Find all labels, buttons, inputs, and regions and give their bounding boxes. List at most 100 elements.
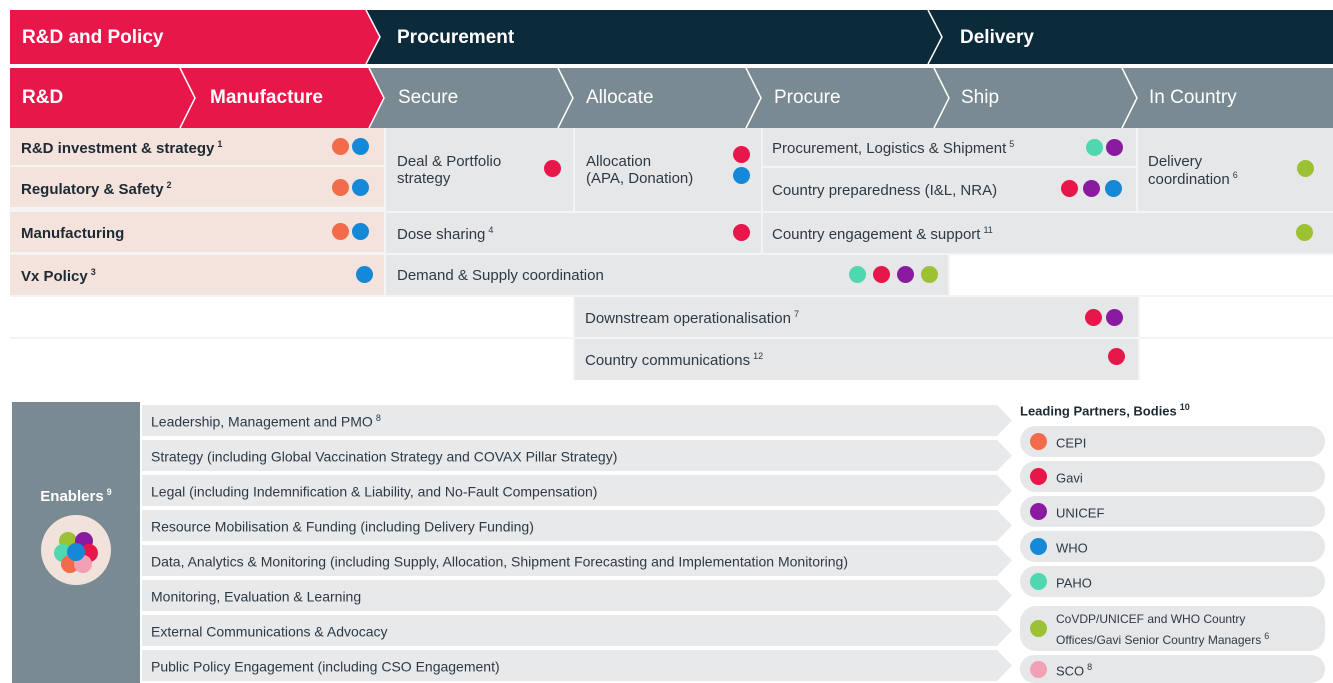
rd-investment-dots [332,138,372,155]
legend-item-cepi: CEPI [1020,426,1325,457]
gavi-dot [733,146,750,163]
stage-procurement-label: Procurement [397,27,515,48]
legend-item-gavi: Gavi [1020,461,1325,492]
stage-delivery-banner [928,10,1333,64]
enabler-item: Monitoring, Evaluation & Learning [142,580,1012,611]
legend-label: Gavi [1056,470,1083,486]
unicef-dot [1030,503,1047,520]
enabler-label: Public Policy Engagement (including CSO … [151,658,500,675]
legend-label: CEPI [1056,435,1087,451]
enabler-label: External Communications & Advocacy [151,623,388,640]
paho-dot [1030,573,1047,590]
enabler-label: Legal (including Indemnification & Liabi… [151,483,598,500]
step-ship-label: Ship [961,87,1000,108]
regulatory-dots [332,179,372,196]
manufacturing-label: Manufacturing [21,225,125,242]
vx-policy-dots [356,266,376,283]
step-procure-chevron [746,68,949,128]
who-dot [352,138,369,155]
step-manufacture-label: Manufacture [210,87,323,108]
sco-dot [1030,660,1047,678]
unicef-dot [1106,309,1123,326]
legend-label: PAHO [1056,575,1092,591]
country-dot [1030,620,1047,637]
paho-dot [849,266,866,283]
partners-cluster-icon [41,515,111,585]
stage-procurement-banner [366,10,942,64]
gavi-dot [1030,468,1047,485]
gavi-dot [873,266,890,283]
gavi-dot [1108,348,1125,365]
value-chain-header [10,9,1333,129]
who-dot [1030,538,1047,555]
stage-rd-policy-label: R&D and Policy [22,27,164,48]
gavi-dot [1085,309,1102,326]
manufacturing-dots [332,223,372,240]
legend-label: WHO [1056,540,1088,556]
gavi-dot [544,160,561,177]
who-dot [1105,180,1122,197]
cell-demand-supply: Demand & Supply coordination [386,255,948,295]
allocation-line2: (APA, Donation) [586,170,694,187]
country-office-dot [921,266,938,283]
deal-portfolio-line1: Deal & Portfolio [397,153,502,170]
step-secure-chevron [369,68,573,128]
unicef-dot [897,266,914,283]
country-preparedness-label: Country preparedness (I&L, NRA) [772,182,998,199]
country-office-dot [1297,160,1314,177]
legend-item-unicef: UNICEF [1020,496,1325,527]
stage-delivery-label: Delivery [960,27,1034,48]
unicef-dot [1106,139,1123,156]
legend-label: UNICEF [1056,505,1105,521]
delivery-coordination-line1: Delivery [1148,153,1203,170]
cepi-dot [332,138,349,155]
step-in-country-chevron [1122,68,1333,128]
paho-dot [1086,139,1103,156]
step-manufacture-chevron [180,68,384,128]
who-dot [356,266,373,283]
cell-country-preparedness: Country preparedness (I&L, NRA) [763,168,1136,211]
step-rd-chevron [10,68,195,128]
who-dot [352,223,369,240]
enabler-label: Resource Mobilisation & Funding (includi… [151,518,534,535]
enabler-item: Strategy (including Global Vaccination S… [142,440,1012,471]
gavi-dot [1061,180,1078,197]
who-dot [733,167,750,184]
cell-manufacturing: Manufacturing [10,212,384,252]
unicef-dot [1083,180,1100,197]
enabler-item: External Communications & Advocacy [142,615,1012,646]
step-ship-chevron [934,68,1137,128]
deal-portfolio-line2: strategy [397,170,451,187]
enabler-label: Strategy (including Global Vaccination S… [151,448,618,465]
step-secure-label: Secure [398,87,459,108]
enabler-item: Public Policy Engagement (including CSO … [142,650,1012,681]
step-procure-label: Procure [774,87,841,108]
cepi-dot [1030,433,1047,450]
enabler-label: Data, Analytics & Monitoring (including … [151,553,848,570]
cepi-dot [332,223,349,240]
enabler-label: Monitoring, Evaluation & Learning [151,588,362,605]
